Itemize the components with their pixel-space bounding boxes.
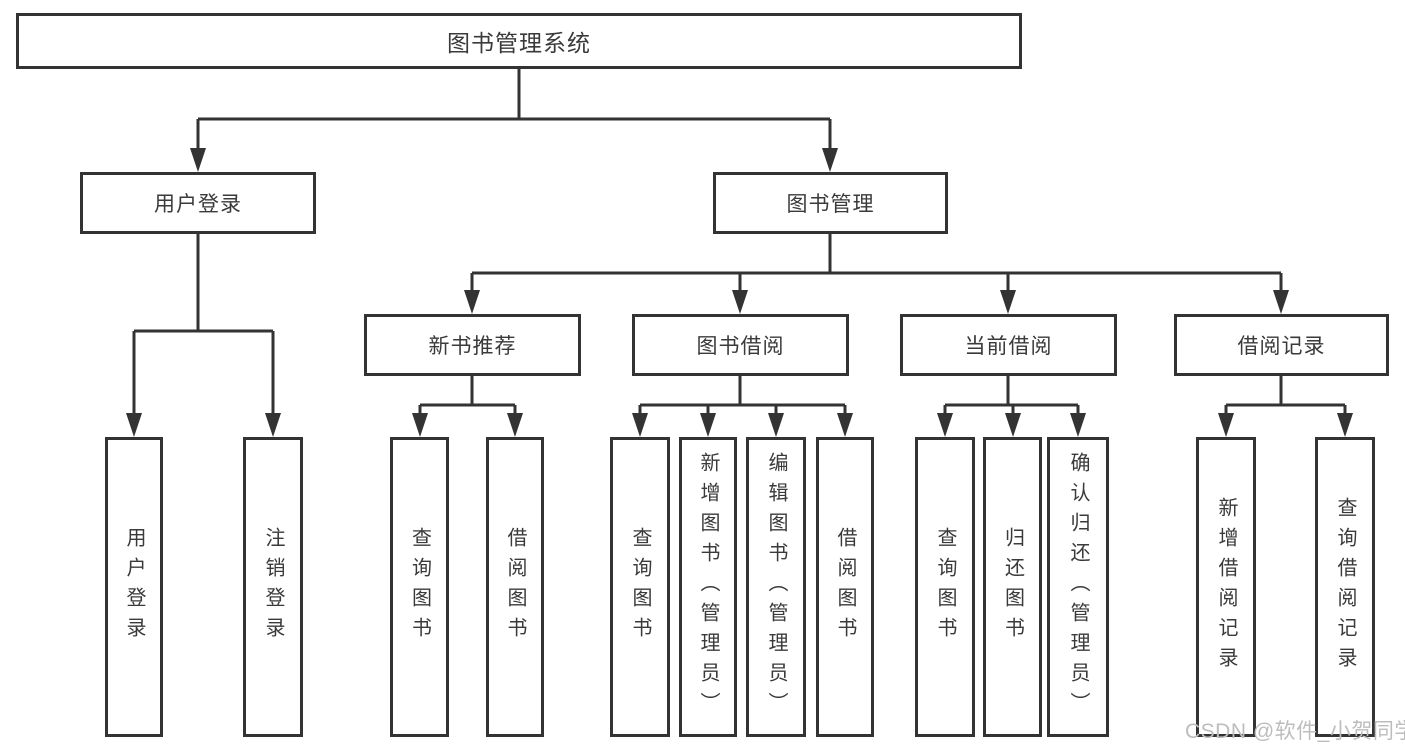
leaf-recommend-borrow-books: 借阅图书 (486, 437, 544, 737)
watermark-text: CSDN @软件_小贺同学 (1185, 720, 1405, 743)
leaf-query-borrow-record: 查询借阅记录 (1315, 437, 1375, 737)
leaf-borrow-query-books: 查询图书 (610, 437, 670, 737)
node-user-login: 用户登录 (80, 172, 316, 234)
node-root: 图书管理系统 (16, 13, 1022, 69)
node-book-management: 图书管理 (713, 172, 948, 234)
leaf-confirm-return-admin: 确认归还（管理员） (1047, 437, 1109, 737)
leaf-add-borrow-record: 新增借阅记录 (1196, 437, 1256, 737)
leaf-edit-books-admin: 编辑图书（管理员） (746, 437, 806, 737)
leaf-user-login: 用户登录 (105, 437, 163, 737)
arrowheads (126, 148, 1353, 437)
leaf-borrow-books: 借阅图书 (816, 437, 874, 737)
leaf-recommend-query-books: 查询图书 (390, 437, 449, 737)
leaf-current-query-books: 查询图书 (915, 437, 975, 737)
node-new-book-recommend: 新书推荐 (364, 314, 581, 376)
node-current-borrow: 当前借阅 (900, 314, 1117, 376)
leaf-return-books: 归还图书 (983, 437, 1042, 737)
leaf-add-books-admin: 新增图书（管理员） (679, 437, 737, 737)
node-borrow-records: 借阅记录 (1174, 314, 1389, 376)
leaf-logout-login: 注销登录 (243, 437, 303, 737)
node-book-borrow: 图书借阅 (632, 314, 849, 376)
